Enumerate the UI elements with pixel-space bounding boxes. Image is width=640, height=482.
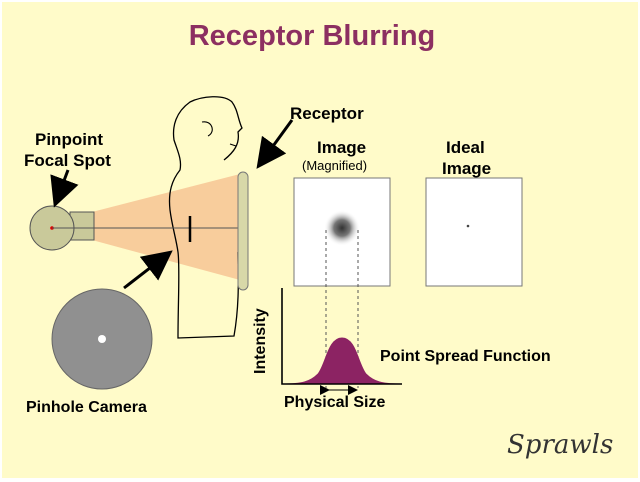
ideal-image-box	[425, 177, 523, 287]
pinhole-arrow	[123, 250, 173, 290]
patient-ear	[201, 121, 237, 147]
focal-spot-arrow	[50, 169, 79, 208]
image-label: Image	[317, 138, 367, 157]
receptor-arrow	[256, 119, 294, 169]
receptor-plate	[237, 171, 249, 291]
patient-silhouette	[168, 96, 243, 339]
xray-beam	[92, 174, 240, 280]
ideal-point-image	[466, 224, 470, 228]
magnified-label: (Magnified)	[302, 158, 368, 173]
blurred-point-image	[324, 210, 360, 246]
physical-size-label: Physical Size	[284, 394, 386, 411]
psf-label: Point Spread Function	[380, 348, 551, 365]
pinpoint-label: Pinpoint	[35, 130, 103, 149]
intensity-axis-label: Intensity	[252, 308, 269, 374]
psf-curve	[281, 337, 403, 385]
focal-spot-label: Focal Spot	[24, 151, 111, 170]
psf-axes	[281, 288, 402, 385]
page-title: Receptor Blurring	[188, 20, 436, 52]
signature: Sprawls	[507, 430, 614, 460]
receptor-label: Receptor	[290, 104, 364, 123]
pinhole-camera-label: Pinhole Camera	[26, 399, 147, 416]
ideal-label: Ideal	[446, 138, 485, 157]
pinhole	[98, 335, 106, 343]
ideal-image-label: Image	[442, 159, 492, 178]
